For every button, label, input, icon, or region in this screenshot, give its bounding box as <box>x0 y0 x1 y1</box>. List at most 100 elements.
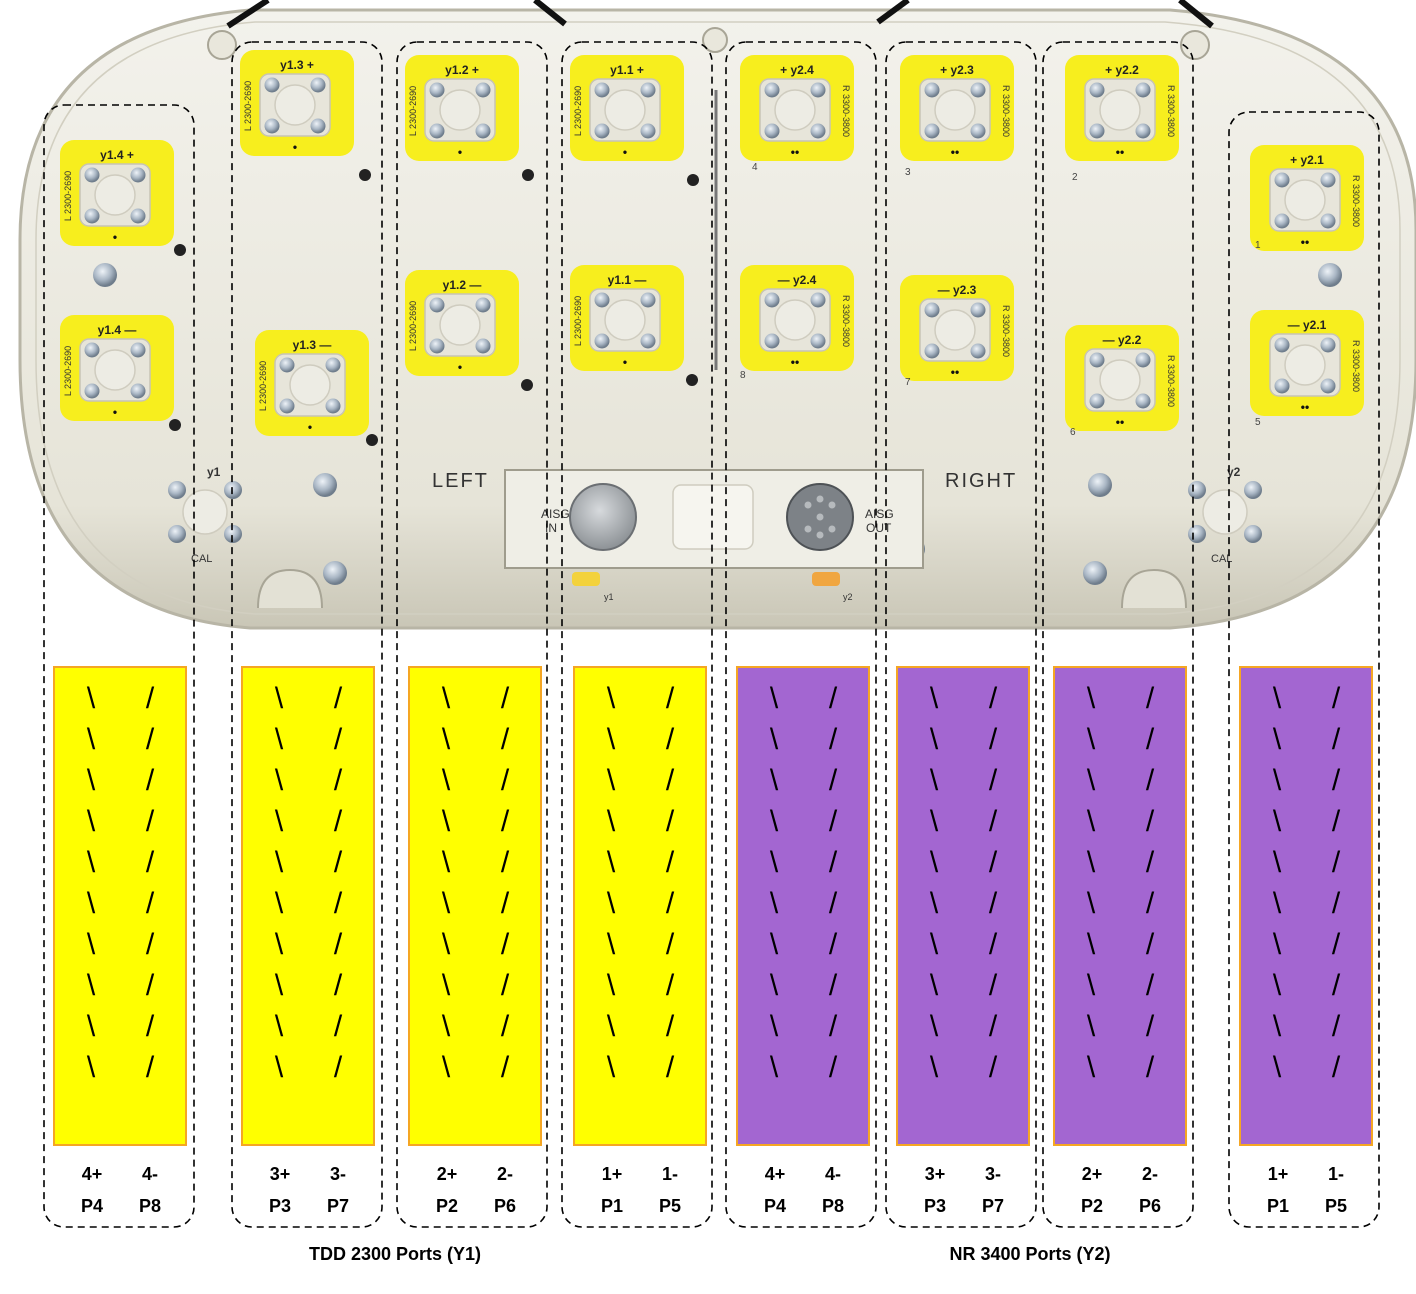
port-id-minus: P5 <box>659 1196 681 1216</box>
port-band: R 3300-3800 <box>1351 340 1361 392</box>
element-right-slash: / <box>829 723 838 756</box>
element-right-slash: / <box>501 887 510 920</box>
bolt-icon <box>924 82 940 98</box>
bolt-icon <box>1135 352 1151 368</box>
bolt-icon <box>475 123 491 139</box>
bolt-icon <box>1244 481 1262 499</box>
port-band: L 2300-2690 <box>573 86 583 136</box>
element-right-slash: / <box>146 1051 155 1084</box>
element-right-slash: / <box>1332 1051 1341 1084</box>
element-left-slash: \ <box>607 682 616 715</box>
port-polarity-plus: 1+ <box>602 1164 623 1184</box>
bolt-icon <box>640 292 656 308</box>
port-7: y1.1 +•L 2300-2690 <box>570 55 684 161</box>
dashed-port-group <box>1228 111 1380 1228</box>
bolt-icon <box>84 383 100 399</box>
bolt-icon <box>84 342 100 358</box>
bolt-icon <box>1083 561 1107 585</box>
port-dots: • <box>308 420 312 434</box>
element-left-slash: \ <box>770 846 779 879</box>
element-left-slash: \ <box>770 764 779 797</box>
element-right-slash: / <box>829 1010 838 1043</box>
element-right-slash: / <box>146 846 155 879</box>
bolt-icon <box>594 82 610 98</box>
element-left-slash: \ <box>1087 764 1096 797</box>
element-right-slash: / <box>334 928 343 961</box>
element-left-slash: \ <box>442 969 451 1002</box>
element-left-slash: \ <box>442 682 451 715</box>
port-12: — y2.3••R 3300-3800 <box>900 275 1014 381</box>
port-label: — y2.3 <box>938 283 977 297</box>
port-band: L 2300-2690 <box>243 81 253 131</box>
element-right-slash: / <box>1146 846 1155 879</box>
bolt-icon <box>1320 337 1336 353</box>
bolt-icon <box>1188 525 1206 543</box>
cal-boss <box>1202 489 1248 535</box>
element-panel <box>408 666 542 1146</box>
port-id-plus: P4 <box>764 1196 786 1216</box>
bolt-icon <box>475 338 491 354</box>
port-polarity-minus: 1- <box>1328 1164 1344 1184</box>
bolt-icon <box>970 82 986 98</box>
port-number-badge <box>359 169 371 181</box>
element-left-slash: \ <box>1273 928 1282 961</box>
element-left-slash: \ <box>275 1010 284 1043</box>
bolt-icon <box>1188 481 1206 499</box>
element-right-slash: / <box>501 969 510 1002</box>
element-left-slash: \ <box>1087 887 1096 920</box>
element-right-slash: / <box>501 682 510 715</box>
element-left-slash: \ <box>442 887 451 920</box>
port-number-badge <box>687 174 699 186</box>
port-id-plus: P2 <box>436 1196 458 1216</box>
port-polarity-plus: 2+ <box>437 1164 458 1184</box>
port-10: — y2.4••R 3300-3800 <box>740 265 854 371</box>
bolt-icon <box>924 343 940 359</box>
port-13: + y2.2••R 3300-3800 <box>1065 55 1179 161</box>
element-right-slash: / <box>501 846 510 879</box>
port-polarity-minus: 2- <box>1142 1164 1158 1184</box>
element-left-slash: \ <box>930 723 939 756</box>
element-left-slash: \ <box>1087 1010 1096 1043</box>
element-right-slash: / <box>829 764 838 797</box>
port-id-minus: P8 <box>822 1196 844 1216</box>
port-polarity-plus: 2+ <box>1082 1164 1103 1184</box>
bolt-icon <box>1089 393 1105 409</box>
port-dots: •• <box>791 355 799 369</box>
element-left-slash: \ <box>1087 928 1096 961</box>
element-right-slash: / <box>1332 887 1341 920</box>
port-label: y1.1 + <box>610 63 644 77</box>
connector-pin <box>828 525 836 533</box>
aisg-out-label-2: OUT <box>866 521 892 535</box>
bolt-icon <box>640 123 656 139</box>
cal-top-label: y2 <box>1227 465 1241 479</box>
element-left-slash: \ <box>607 1010 616 1043</box>
element-right-slash: / <box>666 764 675 797</box>
element-right-slash: / <box>989 846 998 879</box>
port-number: 5 <box>1255 417 1261 428</box>
port-label: y1.1 — <box>608 273 647 287</box>
aisg-in-tag <box>572 572 600 586</box>
element-left-slash: \ <box>930 887 939 920</box>
element-left-slash: \ <box>275 969 284 1002</box>
connector-pin <box>816 531 824 539</box>
bolt-icon <box>264 118 280 134</box>
port-id-minus: P7 <box>327 1196 349 1216</box>
port-number: 6 <box>1070 427 1076 438</box>
element-left-slash: \ <box>930 969 939 1002</box>
port-center-boss <box>934 309 976 351</box>
port-band: L 2300-2690 <box>63 346 73 396</box>
bolt-icon <box>1135 123 1151 139</box>
port-band: R 3300-3800 <box>1166 85 1176 137</box>
element-right-slash: / <box>334 1010 343 1043</box>
bolt-icon <box>168 481 186 499</box>
element-left-slash: \ <box>607 887 616 920</box>
element-left-slash: \ <box>1087 846 1096 879</box>
element-left-slash: \ <box>607 928 616 961</box>
port-15: + y2.1••R 3300-3800 <box>1250 145 1364 251</box>
element-right-slash: / <box>829 846 838 879</box>
